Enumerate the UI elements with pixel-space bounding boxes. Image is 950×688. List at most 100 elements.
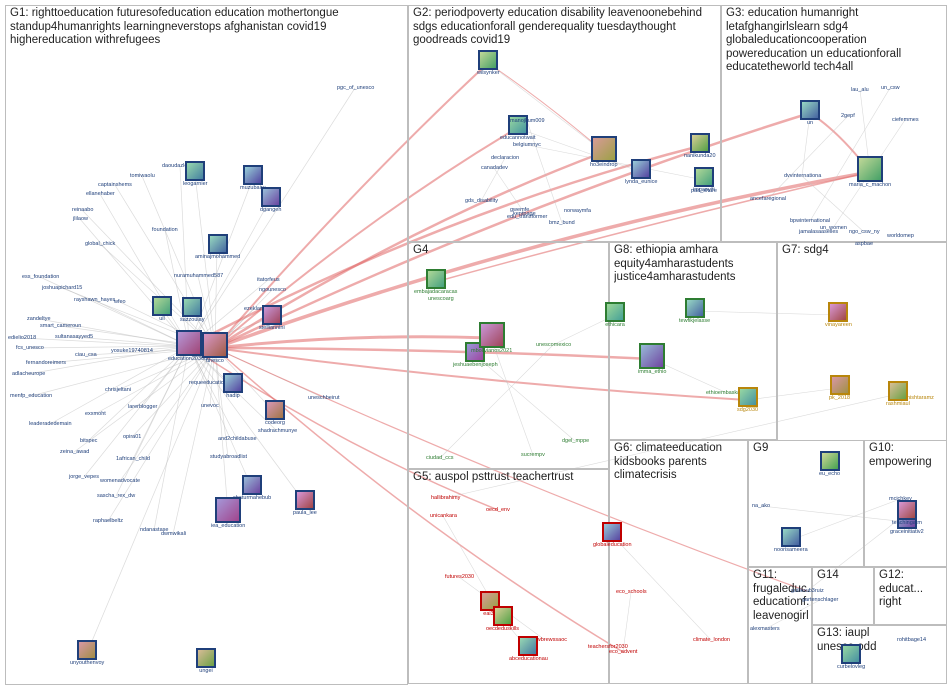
node-exxmoht[interactable]: exxmoht [85,411,106,417]
node-noorisameera[interactable]: noorisameera [774,527,808,553]
node-tewfikjelasse[interactable]: tewfikjelasse [679,298,710,324]
node-jamalasaaselles[interactable]: jamalasaaselles [799,229,838,235]
node-oecd-env[interactable]: oecd_env [486,507,510,513]
node-ess-foundation[interactable]: ess_foundation [22,274,59,280]
node-muzubairu[interactable]: muzubairu [240,165,266,191]
node-larerblogger[interactable]: larerblogger [128,404,157,410]
node-smart-cameroun[interactable]: smart_cameroun [40,323,81,329]
node-daoudazlekone[interactable]: daoudazlekone [162,163,199,169]
node-education2030un[interactable]: education2030un [168,330,210,362]
node-raphaelbeltz[interactable]: raphaelbeltz [93,518,123,524]
node-captainshems[interactable]: captainshems [98,182,132,188]
node-norwaymfa[interactable]: norwaymfa [564,208,591,214]
node-shadrachmunye[interactable]: shadrachmunye [258,428,297,434]
node-1african-child[interactable]: 1african_child [116,456,150,462]
node-adlacheurope[interactable]: adlacheurope [12,371,45,377]
node-ndanastase[interactable]: ndanastase [140,527,168,533]
node-mcichkey[interactable]: mcichkey [889,496,912,502]
node-worldomep[interactable]: worldomep [887,233,914,239]
node-rayshawn-hayes[interactable]: rayshawn_hayes [74,297,115,303]
node-eai35[interactable]: eai35 [480,591,500,617]
node-foundation[interactable]: foundation [152,227,178,233]
node-eco-advent[interactable]: eco_advent [609,649,637,655]
node-edu-transformer[interactable]: edu_transformer [507,214,547,220]
node-maria-c-machon[interactable]: maria_c_machon [849,156,891,188]
node-lau-alu[interactable]: lau_alu [851,87,869,93]
node-ethioembaskaber[interactable]: ethioembaskaber [706,390,748,396]
node-gwemfe[interactable]: gwemfe [510,207,529,213]
node-imma-ethio[interactable]: imma_ethio [638,343,666,375]
node-teachersfor2030[interactable]: teachersfor2030 [588,644,628,650]
node-unescomexico[interactable]: unescomexico [536,342,571,348]
node-un-women[interactable]: un_women [820,225,847,231]
node-pgc-of-unesco[interactable]: pgc_of_unesco [337,85,374,91]
node-eco-schools[interactable]: eco_schools [616,589,647,595]
node-stelliannini[interactable]: stelliannini [259,305,285,331]
node-zeina-awad[interactable]: zeina_awad [60,449,89,455]
node-nishtaramz[interactable]: nishtaramz [907,395,934,401]
node-codeorg[interactable]: codeorg [265,400,285,426]
node-kentpage[interactable]: kentpage [513,211,536,217]
node-zandeltye[interactable]: zandeltye [27,316,51,322]
node-dwmwikali[interactable]: dwmwikali [161,531,186,537]
node-opira01[interactable]: opira01 [123,434,141,440]
node-requeeducation[interactable]: requeeducation [189,380,227,386]
node-edielio2018[interactable]: edielio2018 [8,335,36,341]
node-canadadev[interactable]: canadadev [481,165,508,171]
node-climate-london[interactable]: climate_london [693,637,730,643]
node-2gepf[interactable]: 2gepf [841,113,855,119]
node-jlilaow[interactable]: jlilaow [73,216,88,222]
node-tomiwaolu[interactable]: tomiwaolu [130,173,155,179]
node-imganyiti[interactable]: imganyiti [693,167,715,193]
node-bmz-bund[interactable]: bmz_bund [549,220,575,226]
node-nuramuhammed587[interactable]: nuramuhammed587 [174,273,223,279]
node-aspbae[interactable]: aspbae [855,241,873,247]
node-sdg2030[interactable]: sdg2030 [737,387,758,413]
node-ethicara[interactable]: ethicara [605,302,625,328]
node-eu-echo[interactable]: eu_echo [819,451,840,477]
node-unyouthenvoy[interactable]: unyouthenvoy [70,640,104,666]
node-uneschbeirut[interactable]: uneschbeirut [308,395,340,401]
node-un-csw[interactable]: un_csw [881,85,900,91]
node-joshuapichard15[interactable]: joshuapichard15 [42,285,82,291]
node-pk-2018[interactable]: pk_2018 [829,375,850,401]
node-alexmasters[interactable]: alexmasters [750,626,780,632]
node-teachingatm[interactable]: teachingatm [892,500,922,526]
node-bpwinternational[interactable]: bpwinternational [790,218,830,224]
node-ngo-csw-ny[interactable]: ngo_csw_ny [849,229,880,235]
node-reinaabo[interactable]: reinaabo [72,207,93,213]
node-fcs-unesco[interactable]: fcs_unesco [16,345,44,351]
node-jorge-vepes[interactable]: jorge_vepes [69,474,99,480]
node-ho3eindrop[interactable]: ho3eindrop [590,136,618,168]
node-ellanehaber[interactable]: ellanehaber [86,191,115,197]
node-vinayareen[interactable]: vinayareen [825,302,852,328]
node-bitspec[interactable]: bitspec [80,438,97,444]
node-aminajmohammed[interactable]: aminajmohammed [195,234,240,260]
node-na-ako[interactable]: na_ako [752,503,770,509]
node-chrisjeltani[interactable]: chrisjeltani [105,387,131,393]
node-unevoc[interactable]: unevoc [201,403,219,409]
node-ciau-csa[interactable]: ciau_csa [75,352,97,358]
node-jeshuaebenjoseph[interactable]: jeshuaebenjoseph [453,342,498,368]
node-menfp-education[interactable]: menfp_education [10,393,52,399]
node-global-chick[interactable]: global_chick [85,241,115,247]
node-nanikunda20[interactable]: nanikunda20 [684,133,716,159]
node-rashmiaul[interactable]: rashmiaul [886,381,910,407]
node-hallibrahimy[interactable]: hallibrahimy [431,495,460,501]
node-futures2030[interactable]: futures2030 [445,574,474,580]
node-sascha-rex-dw[interactable]: sascha_rex_dw [97,493,135,499]
node-leaderadedemain[interactable]: leaderadedemain [29,421,72,427]
node-gartenschlager[interactable]: gartenschlager [802,597,838,603]
node-yosuke19740814[interactable]: yosuke19740814 [111,348,153,354]
node-fernandoreimers[interactable]: fernandoreimers [26,360,66,366]
node-wilsynker[interactable]: wilsynker [477,50,500,76]
node-lynda-eunice[interactable]: lynda_eunice [625,159,657,185]
node-pad-share[interactable]: pad_share [691,188,717,194]
node-mbolivianos2021[interactable]: mbolivianos2021 [471,322,512,354]
node-chaturmahebub[interactable]: chaturmahebub [233,475,271,501]
node-rohitbage14[interactable]: rohitbage14 [897,637,926,643]
node-belgiumnyc[interactable]: belgiumnyc [513,142,541,148]
node-and2childabuse[interactable]: and2childabuse [218,436,257,442]
node-sultanasayyed5[interactable]: sultanasayyed5 [55,334,93,340]
node-ancefaregional[interactable]: ancefaregional [750,196,786,202]
